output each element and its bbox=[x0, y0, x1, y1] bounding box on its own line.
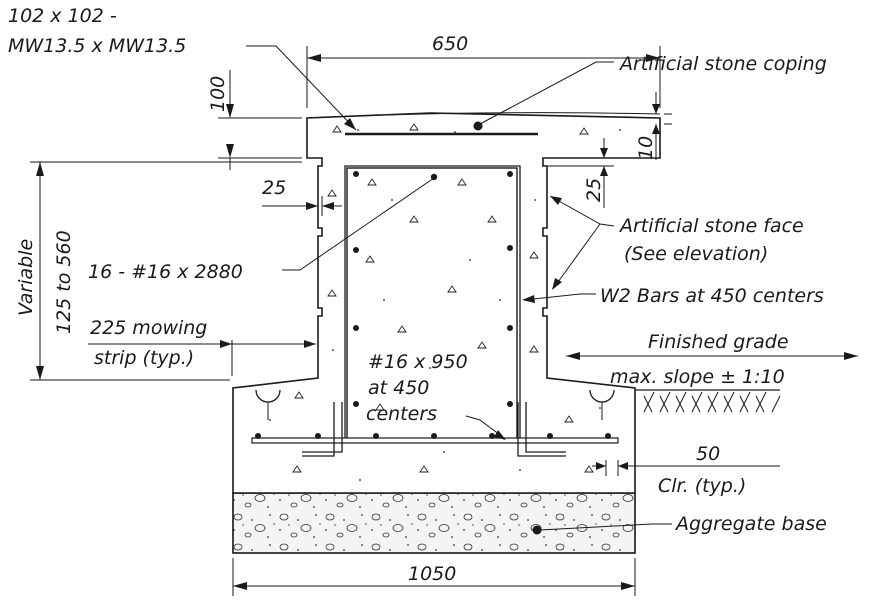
w2-leader bbox=[523, 293, 596, 301]
finished-grade-arrow-left bbox=[566, 352, 580, 360]
dim-mowing-strip bbox=[88, 340, 316, 376]
hook-bar-right-2 bbox=[525, 402, 566, 453]
concrete-dots bbox=[269, 129, 621, 481]
vertical-bar-dots bbox=[255, 121, 611, 535]
face-leader-2-arrow bbox=[552, 278, 562, 290]
coping-leader bbox=[479, 61, 614, 125]
vertical-bars-label: 16 - #16 x 2880 bbox=[88, 261, 243, 283]
clr-label-1: 50 bbox=[696, 443, 720, 465]
aggregate-leader bbox=[539, 523, 672, 531]
mowing-strip-label-2: strip (typ.) bbox=[94, 347, 194, 369]
w2-bar-line bbox=[344, 165, 521, 440]
finished-grade-arrow-right bbox=[844, 352, 858, 360]
clr-label-2: Clr. (typ.) bbox=[658, 475, 746, 497]
mesh-leader-arrow bbox=[344, 118, 356, 130]
vertical-bars-leader bbox=[282, 177, 435, 271]
face-leader-2 bbox=[557, 223, 601, 283]
footing-bar-label-3: centers bbox=[366, 403, 437, 425]
coping-top-line bbox=[306, 112, 661, 119]
mesh-leader bbox=[246, 45, 357, 131]
dim-25-right bbox=[548, 138, 614, 208]
coping-label: Artificial stone coping bbox=[618, 53, 827, 75]
concrete-speckles bbox=[292, 123, 594, 473]
hook-bar-right bbox=[517, 402, 566, 457]
dim-650-text: 650 bbox=[432, 33, 468, 55]
dim-25-left-text: 25 bbox=[262, 177, 286, 199]
dim-25-right-text: 25 bbox=[583, 178, 605, 202]
dim-10 bbox=[652, 92, 672, 160]
dim-100 bbox=[218, 70, 302, 170]
hook-bar-left-2 bbox=[302, 402, 343, 453]
dim-1050-text: 1050 bbox=[408, 563, 456, 585]
dim-25-left bbox=[262, 196, 342, 216]
dim-650 bbox=[306, 46, 661, 108]
footing-bar-label-1: #16 x 950 bbox=[368, 351, 468, 373]
mesh-label-2: MW13.5 x MW13.5 bbox=[8, 35, 186, 57]
face-leader-1-arrow bbox=[550, 196, 562, 205]
footing-bar-leader-arrow bbox=[494, 430, 506, 440]
dim-50-clr bbox=[592, 460, 780, 476]
aggregate-label: Aggregate base bbox=[674, 513, 827, 535]
dim-10-text: 10 bbox=[635, 136, 657, 160]
footing-bar-leader bbox=[465, 415, 505, 439]
grout-core bbox=[346, 167, 518, 441]
hook-bar-left bbox=[302, 402, 335, 457]
w2-leader-arrow bbox=[522, 295, 535, 303]
variable-label-1: Variable bbox=[15, 239, 37, 316]
w2-bars-label: W2 Bars at 450 centers bbox=[600, 285, 824, 307]
mowing-strip-label-1: 225 mowing bbox=[90, 317, 207, 339]
variable-label-2: 125 to 560 bbox=[53, 230, 75, 334]
dim-1050 bbox=[232, 558, 636, 596]
face-label-2: (See elevation) bbox=[624, 243, 768, 265]
footing-bar-label-2: at 450 bbox=[368, 377, 429, 399]
dim-variable bbox=[30, 161, 302, 381]
finished-grade-label: Finished grade bbox=[648, 331, 789, 353]
mesh-label-1: 102 x 102 - bbox=[8, 5, 117, 27]
face-label-1: Artificial stone face bbox=[618, 215, 804, 237]
dim-100-text: 100 bbox=[207, 76, 229, 112]
aggregate-base-pattern bbox=[232, 492, 636, 554]
grade-hatch bbox=[643, 391, 781, 413]
max-slope-label: max. slope ± 1:10 bbox=[610, 366, 785, 388]
